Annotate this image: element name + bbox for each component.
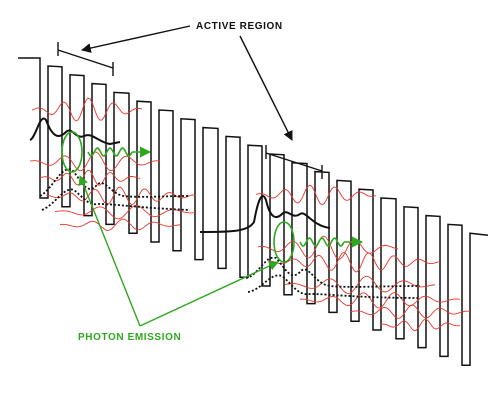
active-region-bracket-1 (57, 42, 114, 76)
red-wavefunction-10 (284, 275, 436, 294)
red-wavefunction-4 (54, 205, 196, 220)
active-region-arrow-2 (239, 35, 293, 141)
red-wavefunction-5 (59, 218, 181, 231)
photon-wave-1 (87, 147, 133, 157)
lower-state-3 (245, 256, 421, 288)
red-wavefunction-13 (379, 318, 461, 332)
photon-emission-markers (61, 131, 364, 327)
upper-state-2 (199, 195, 331, 233)
lower-state-4 (247, 274, 421, 299)
active-region-bracket-2 (265, 145, 323, 179)
barrier-outline (18, 57, 489, 366)
photon-emission-label: PHOTON EMISSION (78, 332, 181, 343)
red-wavefunction-9 (269, 251, 441, 273)
red-wavefunction-1 (31, 97, 143, 122)
red-wavefunction-8 (257, 235, 399, 260)
label-pointer-1 (78, 175, 141, 327)
active-region-arrow-1 (81, 25, 191, 53)
lower-state-2 (41, 188, 191, 211)
label-pointer-2 (139, 261, 279, 327)
photon-wave-2 (299, 237, 345, 247)
red-wavefunction-12 (349, 304, 471, 319)
lower-state-wavefunctions (39, 168, 421, 299)
lower-state-1 (39, 168, 191, 198)
active-region-brackets (57, 25, 323, 179)
red-wavefunction-3 (45, 186, 197, 206)
emission-ellipse-2 (273, 221, 295, 263)
conduction-band-staircase (18, 57, 489, 366)
upper-state-wavefunctions (29, 117, 331, 233)
red-wavefunction-7 (255, 184, 377, 206)
upper-state-1 (29, 117, 121, 146)
excited-wavefunctions (29, 97, 471, 332)
red-wavefunction-11 (299, 292, 461, 309)
active-region-label: ACTIVE REGION (196, 21, 283, 32)
emission-ellipse-1 (61, 131, 83, 173)
red-wavefunction-2 (29, 151, 161, 172)
red-wavefunction-6 (39, 169, 141, 186)
